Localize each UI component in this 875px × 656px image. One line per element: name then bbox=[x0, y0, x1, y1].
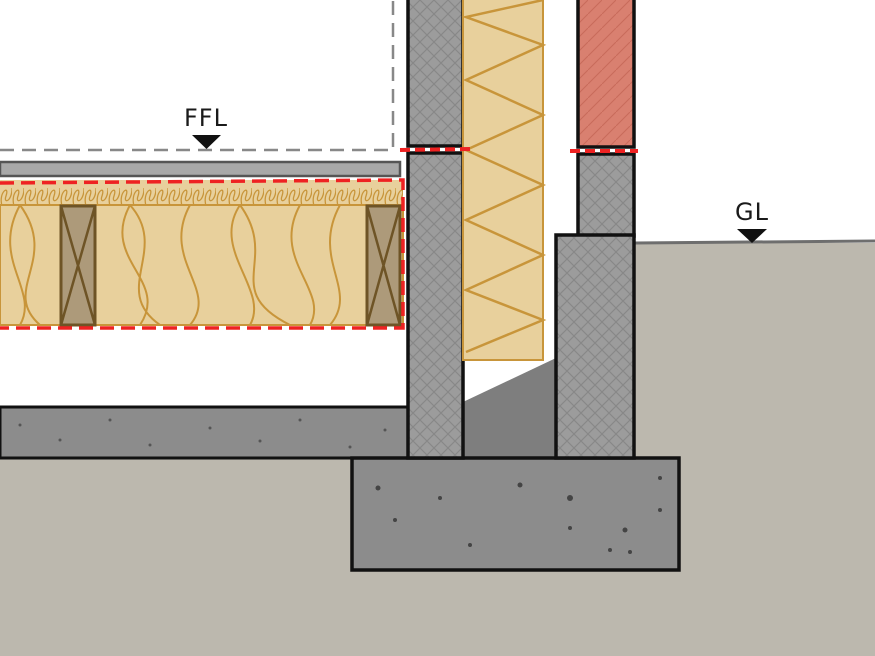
level-triangle-icon bbox=[192, 135, 221, 149]
outer-block-lower bbox=[554, 233, 636, 460]
concrete-ground-slab bbox=[0, 405, 412, 460]
ffl-marker: FFL bbox=[184, 104, 228, 149]
level-triangle-icon bbox=[737, 229, 767, 243]
cavity-fill bbox=[463, 358, 556, 458]
damp-proof-course bbox=[399, 147, 638, 153]
insulation-quilt-top bbox=[0, 180, 403, 205]
outer-block-upper bbox=[576, 152, 636, 238]
outer-wall bbox=[554, 0, 636, 460]
floor-joist bbox=[365, 204, 402, 327]
ffl-label: FFL bbox=[184, 104, 228, 132]
floor-joist bbox=[59, 204, 97, 327]
suspended-floor bbox=[0, 0, 405, 330]
floor-boards bbox=[0, 160, 402, 178]
gl-label: GL bbox=[735, 198, 769, 226]
vapour-barrier-dashed bbox=[0, 178, 405, 330]
brick-leaf bbox=[576, 0, 636, 149]
inner-block-wall bbox=[406, 0, 465, 460]
gl-marker: GL bbox=[735, 198, 769, 243]
cavity-insulation bbox=[461, 0, 547, 361]
room-outline-dashed bbox=[0, 0, 395, 152]
concrete-footing bbox=[350, 456, 681, 572]
